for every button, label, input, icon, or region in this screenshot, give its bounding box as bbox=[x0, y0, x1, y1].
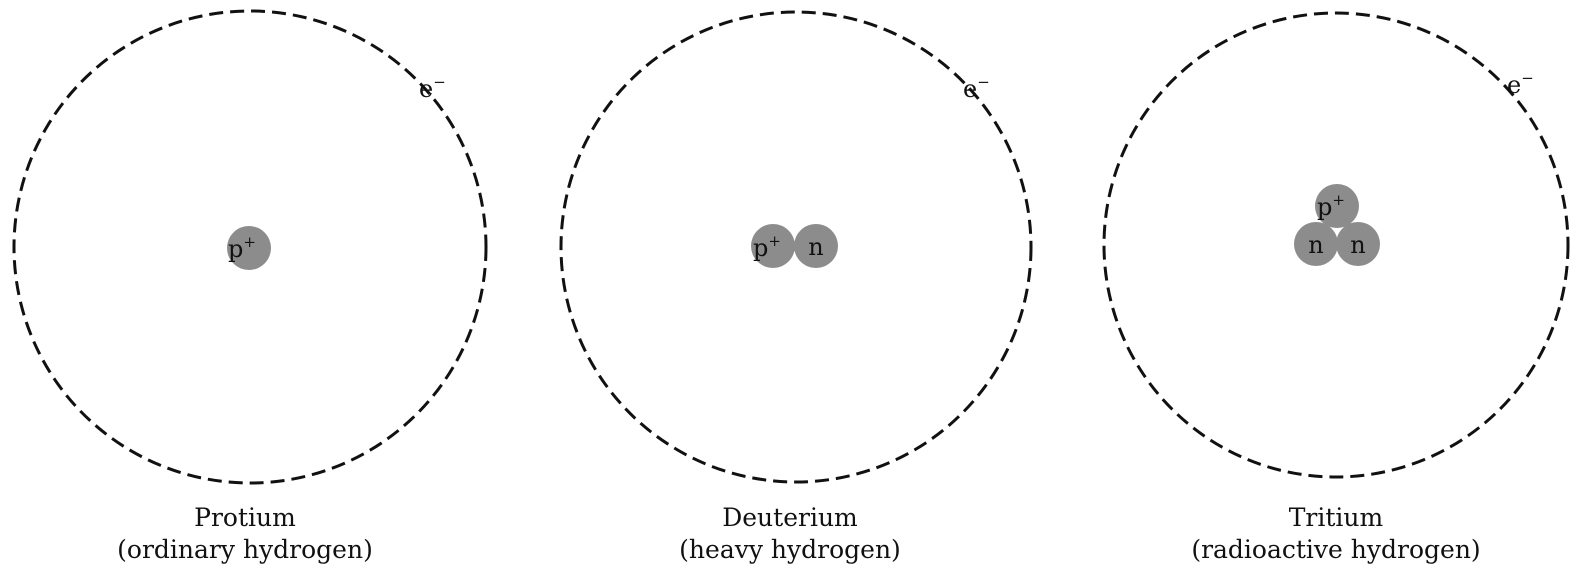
electron-label: e− bbox=[963, 73, 990, 103]
isotope-name: Protium bbox=[194, 503, 296, 532]
electron-label: e− bbox=[1507, 69, 1534, 99]
isotope-subtitle: (radioactive hydrogen) bbox=[1191, 535, 1480, 564]
isotope-subtitle: (ordinary hydrogen) bbox=[117, 535, 373, 564]
isotope-subtitle: (heavy hydrogen) bbox=[679, 535, 901, 564]
neutron-label: n bbox=[1350, 231, 1365, 259]
isotope-name: Tritium bbox=[1289, 503, 1384, 532]
isotope-deuterium: e− p+ n Deuterium (heavy hydrogen) bbox=[561, 12, 1031, 564]
neutron-label: n bbox=[1308, 231, 1323, 259]
isotope-protium: e− p+ Protium (ordinary hydrogen) bbox=[14, 11, 486, 564]
neutron-label: n bbox=[808, 233, 823, 261]
isotope-tritium: e− p+ n n Tritium (radioactive hydrogen) bbox=[1104, 13, 1568, 564]
isotope-name: Deuterium bbox=[722, 503, 858, 532]
electron-label: e− bbox=[419, 73, 446, 103]
